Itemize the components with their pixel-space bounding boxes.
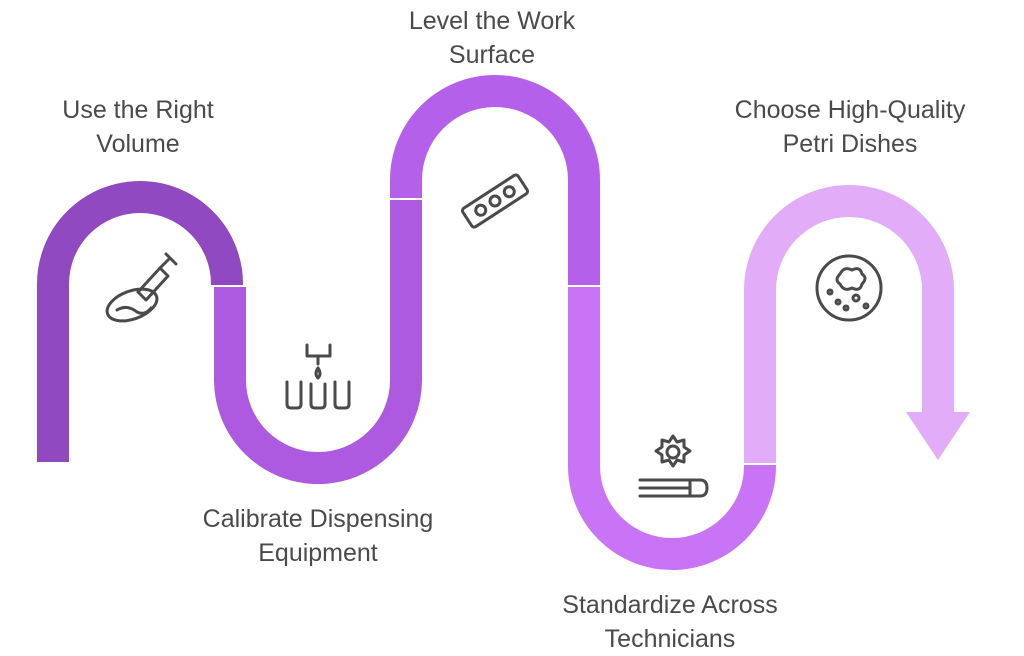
- step-label-calibrate-equipment: Calibrate Dispensing Equipment: [202, 505, 434, 567]
- gear-test-tube-icon: [638, 434, 709, 498]
- step-label-level-surface: Level the Work Surface: [408, 7, 576, 69]
- step-label-use-right-volume: Use the Right Volume: [62, 96, 214, 158]
- syringe-dish-icon: [105, 252, 178, 323]
- path-segment-3: [390, 75, 600, 286]
- path-segment-5: [744, 185, 954, 464]
- step-label-standardize-technicians: Standardize Across Technicians: [562, 591, 778, 653]
- path-segment-2: [214, 199, 422, 484]
- spirit-level-icon: [460, 173, 530, 229]
- petri-dish-icon: [815, 254, 883, 322]
- path-segment-1: [37, 181, 243, 462]
- arrow-head: [906, 412, 970, 460]
- dispenser-tubes-icon: [285, 343, 351, 410]
- step-label-choose-petri-dishes: Choose High-Quality Petri Dishes: [734, 96, 966, 158]
- path-segment-4: [568, 286, 776, 570]
